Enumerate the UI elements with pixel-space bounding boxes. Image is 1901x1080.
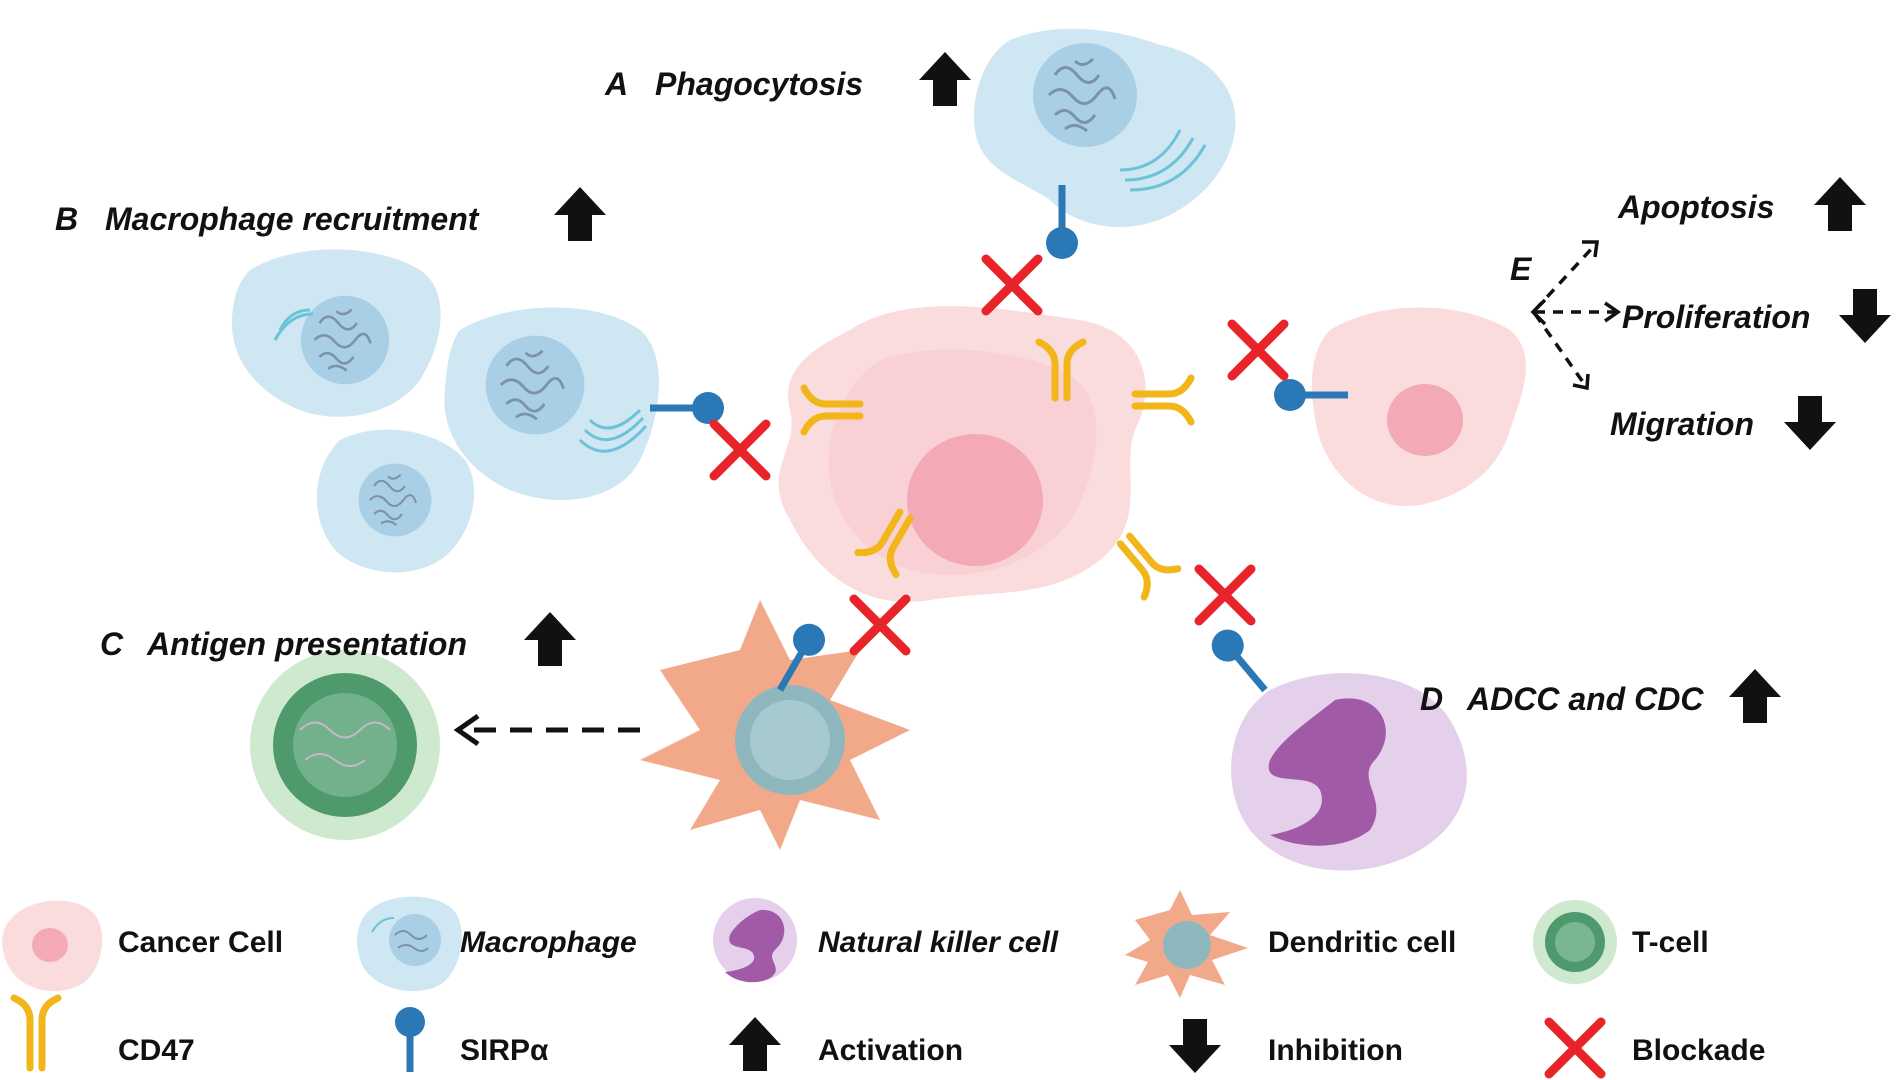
b-activation-arrow-icon [554,187,606,241]
legend-label-inhibition: Inhibition [1268,1034,1403,1067]
label-e-apoptosis: Apoptosis [1617,189,1774,225]
legend-label-natural-killer-cell: Natural killer cell [818,926,1059,959]
d-activation-arrow-icon [1729,669,1781,723]
blockade-left [714,424,766,476]
dendritic-cell-icon [1125,890,1248,998]
sirpa-receptor-icon [395,1007,425,1072]
t-cell [250,650,440,840]
blockade-right [1232,324,1284,376]
label-e-letter: E [1510,251,1533,287]
legend-label-blockade: Blockade [1632,1034,1765,1067]
e-dashed-arrows [1533,243,1615,387]
legend: Cancer Cell Macrophage Natural killer ce… [2,890,1765,1074]
proliferation-inhibition-arrow-icon [1839,289,1891,343]
nk-cell-icon [713,898,797,983]
cd47-receptor-icon [10,994,62,1072]
t-cell-icon [1533,900,1617,984]
e-arrow-heads [1530,240,1622,391]
sirpa-bottom-right [1205,623,1277,700]
legend-label-cd47: CD47 [118,1034,195,1067]
macrophage-icon [357,896,462,992]
legend-label-sirpa: SIRPα [460,1034,549,1067]
cancer-cell-icon [2,900,103,992]
label-b-letter: B [55,201,78,237]
up-arrow-icon [729,1017,781,1071]
apoptosis-activation-arrow-icon [1814,177,1866,231]
dendritic-cell [640,600,910,850]
central-cancer-cell [778,306,1146,602]
down-arrow-icon [1169,1019,1221,1073]
macrophage-cluster-left [231,249,659,573]
label-d-text: ADCC and CDC [1466,681,1704,717]
label-c-letter: C [100,626,124,662]
label-c-text: Antigen presentation [146,626,467,662]
label-e-migration: Migration [1610,406,1754,442]
legend-label-macrophage: Macrophage [460,926,637,959]
label-a-text: Phagocytosis [655,66,863,102]
natural-killer-cell [1231,673,1467,871]
label-a-letter: A [604,66,628,102]
cancer-cell-right [1311,307,1526,506]
a-activation-arrow-icon [919,52,971,106]
legend-label-dendritic-cell: Dendritic cell [1268,926,1456,959]
macrophage-top [974,28,1236,227]
c-activation-arrow-icon [524,612,576,666]
red-cross-icon [1549,1022,1601,1074]
label-d-letter: D [1420,681,1443,717]
label-b-text: Macrophage recruitment [105,201,480,237]
label-e-proliferation: Proliferation [1622,299,1810,335]
sirpa-left [650,392,724,424]
blockade-bottom-left [854,599,906,651]
blockade-top [986,259,1038,311]
dashed-arrow-to-t-cell [453,713,640,747]
legend-label-t-cell: T-cell [1632,926,1709,959]
blockade-bottom-right [1199,569,1251,621]
legend-label-activation: Activation [818,1034,963,1067]
migration-inhibition-arrow-icon [1784,396,1836,450]
legend-label-cancer-cell: Cancer Cell [118,926,283,959]
